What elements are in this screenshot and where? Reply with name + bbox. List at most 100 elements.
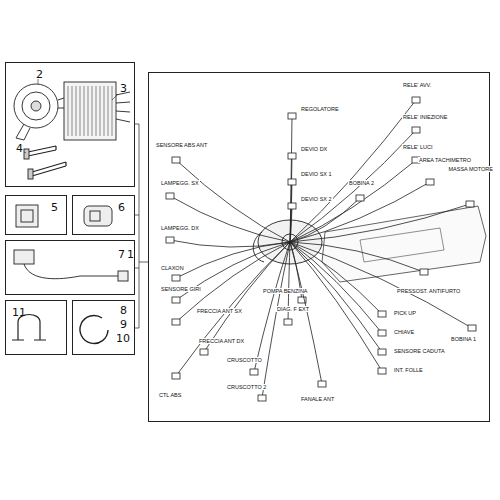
regulator-fin bbox=[96, 86, 97, 136]
wire-connector bbox=[166, 193, 174, 199]
screw-head bbox=[24, 149, 29, 159]
wire-label: MASSA MOTORE bbox=[447, 166, 494, 172]
leader-line bbox=[112, 94, 118, 100]
wire-label: BOBINA 1 bbox=[450, 336, 477, 342]
regulator-fin bbox=[80, 86, 81, 136]
regulator-fin bbox=[88, 86, 89, 136]
harness-wire bbox=[262, 242, 290, 398]
wire-label: CRUSCOTTO bbox=[226, 357, 263, 363]
wire-label: RELE' LUCI bbox=[402, 144, 433, 150]
wire-label: LAMPEGG. DX bbox=[160, 225, 200, 231]
wire-connector bbox=[172, 373, 180, 379]
regulator-fin bbox=[84, 86, 85, 136]
part-panel: 7 bbox=[5, 240, 135, 295]
callout-number: 6 bbox=[118, 202, 125, 213]
wire-connector bbox=[420, 269, 428, 275]
wire-label: PICK UP bbox=[393, 310, 417, 316]
horn-bracket bbox=[16, 124, 30, 140]
sensor-cable bbox=[24, 264, 118, 279]
regulator-fin bbox=[112, 86, 113, 136]
harness-wire bbox=[204, 242, 290, 352]
wire-connector bbox=[412, 127, 420, 133]
horn-center bbox=[31, 101, 41, 111]
wire-connector bbox=[172, 319, 180, 325]
wire-connector bbox=[468, 325, 476, 331]
wire-connector bbox=[288, 113, 296, 119]
wire-connector bbox=[284, 319, 292, 325]
wire-label: LAMPEGG. SX bbox=[160, 180, 200, 186]
wire-label: DIAG. F EXT bbox=[276, 306, 310, 312]
part-panel: 11 bbox=[5, 300, 67, 355]
wire-connector bbox=[356, 195, 364, 201]
bracket-line bbox=[135, 124, 148, 328]
screw bbox=[28, 146, 56, 156]
regulator-fin bbox=[92, 86, 93, 136]
wire-connector bbox=[200, 349, 208, 355]
harness-panel: 1 bbox=[148, 72, 490, 422]
regulator-fin bbox=[100, 86, 101, 136]
wire-connector bbox=[318, 381, 326, 387]
harness-wire bbox=[290, 242, 472, 328]
wire-connector bbox=[166, 237, 174, 243]
wire-connector bbox=[172, 157, 180, 163]
part-panel: 234 bbox=[5, 62, 135, 187]
callout-number: 2 bbox=[36, 69, 43, 80]
wire-label: CTL ABS bbox=[158, 392, 182, 398]
callout-number: 1 bbox=[127, 249, 134, 260]
retaining-ring bbox=[80, 315, 108, 343]
wire-label: FRECCIA ANT DX bbox=[198, 338, 245, 344]
callout-number: 5 bbox=[51, 202, 58, 213]
sensor-body bbox=[14, 250, 34, 264]
horn-body bbox=[14, 84, 58, 128]
wire-connector bbox=[172, 297, 180, 303]
harness-wire bbox=[290, 242, 424, 272]
wire-label: FANALE ANT bbox=[300, 396, 335, 402]
connector-socket bbox=[21, 210, 33, 222]
wire-connector bbox=[288, 179, 296, 185]
harness-wire bbox=[170, 196, 290, 242]
part-panel: 5 bbox=[5, 195, 67, 235]
regulator-fin bbox=[68, 86, 69, 136]
wire-connector bbox=[426, 179, 434, 185]
wire-connector bbox=[288, 153, 296, 159]
wire-label: DEVIO SX 2 bbox=[300, 196, 333, 202]
screw bbox=[32, 162, 66, 176]
connector-5 bbox=[16, 205, 38, 227]
callout-number: 4 bbox=[16, 143, 23, 154]
part-panel: 6 bbox=[72, 195, 135, 235]
harness-wire bbox=[290, 206, 292, 242]
voltage-regulator bbox=[64, 82, 116, 140]
wire-label: POMPA BENZINA bbox=[262, 288, 309, 294]
wire-label: REGOLATORE bbox=[300, 106, 340, 112]
horn-terminals bbox=[58, 98, 64, 108]
harness-wire bbox=[290, 198, 360, 242]
frame-plate bbox=[322, 206, 486, 282]
wire-label: SENSORE CADUTA bbox=[393, 348, 446, 354]
sensor-plug bbox=[118, 271, 128, 281]
connector-6 bbox=[84, 206, 112, 226]
frame-cutout bbox=[360, 228, 444, 262]
harness-wire bbox=[170, 240, 290, 247]
wire-connector bbox=[378, 330, 386, 336]
wire-label: SENSORE GIRI bbox=[160, 286, 202, 292]
callout-number: 10 bbox=[116, 333, 130, 344]
wire-connector bbox=[412, 97, 420, 103]
wire-connector bbox=[250, 369, 258, 375]
wire-connector bbox=[378, 368, 386, 374]
callout-number: 11 bbox=[12, 307, 26, 318]
wire-label: INT. FOLLE bbox=[393, 367, 424, 373]
wire-connector bbox=[172, 275, 180, 281]
wire-label: CRUSCOTTO 2 bbox=[226, 384, 267, 390]
harness-wire bbox=[290, 242, 322, 384]
harness-wire bbox=[176, 242, 290, 376]
harness-wire bbox=[290, 204, 470, 242]
regulator-fin bbox=[72, 86, 73, 136]
wire-label: BOBINA 2 bbox=[348, 180, 375, 186]
wire-label: DEVIO DX bbox=[300, 146, 328, 152]
regulator-fin bbox=[108, 86, 109, 136]
wire-connector bbox=[378, 311, 386, 317]
wire-label: SENSORE ABS ANT bbox=[155, 142, 208, 148]
wire-label: RELE' INIEZIONE bbox=[402, 114, 448, 120]
part-panel: 8910 bbox=[72, 300, 135, 355]
